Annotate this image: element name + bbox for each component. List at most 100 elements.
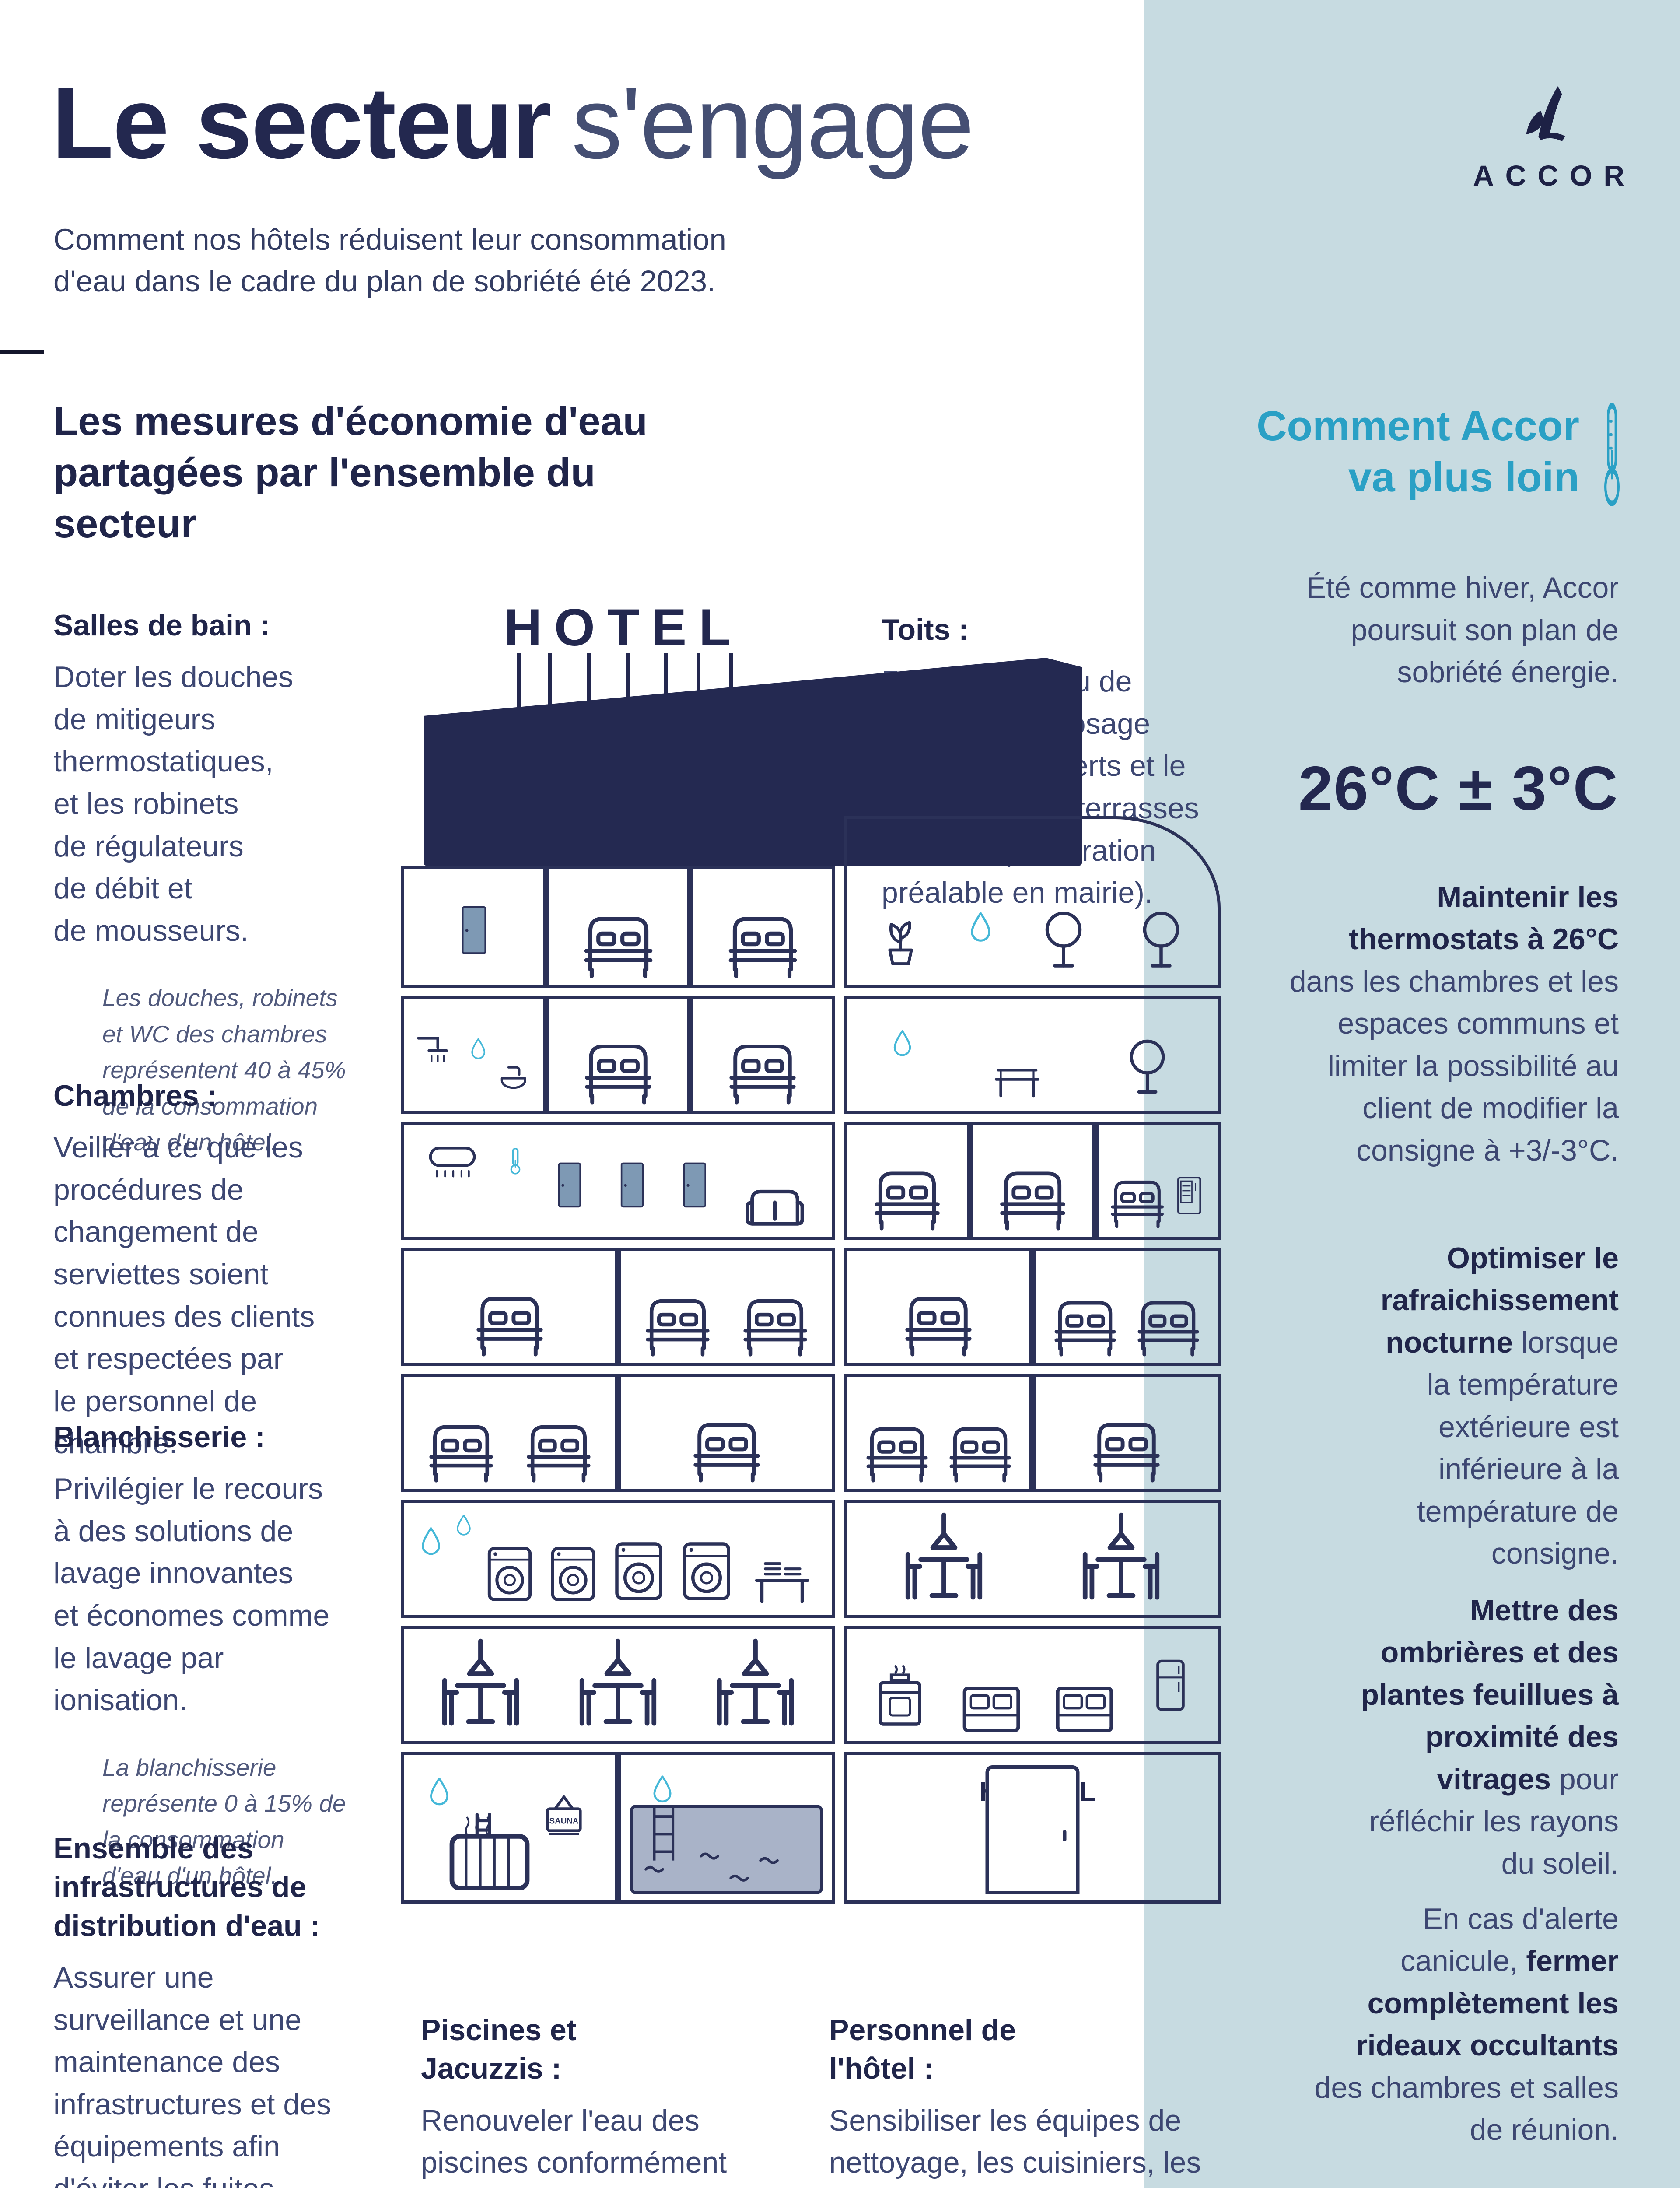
room-bed bbox=[546, 866, 690, 988]
restaurant-table-icon bbox=[892, 1508, 995, 1609]
ac-unit-icon bbox=[420, 1133, 485, 1183]
water-drop-icon bbox=[886, 1022, 919, 1066]
bed-icon bbox=[687, 1406, 766, 1483]
towel-shelf-icon bbox=[742, 1546, 822, 1609]
bed-icon bbox=[521, 1410, 596, 1483]
restaurant-table-icon bbox=[1070, 1508, 1172, 1609]
bed-icon bbox=[944, 1412, 1016, 1483]
room-kitchen bbox=[844, 1626, 1221, 1744]
sign-post bbox=[548, 653, 552, 705]
block-note: La blanchisserie représente 0 à 15% de l… bbox=[102, 1753, 346, 1890]
shower-icon bbox=[412, 1026, 465, 1087]
right-item-rest: pour réfléchir les rayons du soleil. bbox=[1369, 1762, 1619, 1880]
bed-icon bbox=[722, 900, 803, 979]
block-blanchisserie: Blanchisserie : Privilégier le recours à… bbox=[53, 1418, 386, 1894]
bed-icon bbox=[738, 1283, 813, 1357]
sauna-sign-icon: SAUNA bbox=[546, 1795, 582, 1835]
left-section-heading: Les mesures d'économie d'eau partagées p… bbox=[53, 399, 648, 546]
block-heading: Ensemble des infrastructures de distribu… bbox=[53, 1832, 320, 1943]
tree-icon bbox=[1128, 896, 1194, 979]
bed-icon bbox=[869, 1156, 945, 1231]
bed-icon bbox=[1132, 1286, 1204, 1357]
room-bed bbox=[844, 1248, 1032, 1366]
fridge-icon bbox=[1143, 1634, 1198, 1735]
bed-icon bbox=[578, 900, 659, 979]
right-item-bold: Mettre des ombrières et des plantes feui… bbox=[1361, 1593, 1619, 1796]
page-title-light: s'engage bbox=[571, 67, 974, 180]
block-heading: Blanchisserie : bbox=[53, 1420, 265, 1454]
room-bed bbox=[970, 1122, 1096, 1240]
room-pool bbox=[618, 1752, 835, 1904]
jacuzzi-icon bbox=[435, 1800, 544, 1894]
accor-logo-icon bbox=[1526, 86, 1565, 142]
water-drop-icon bbox=[471, 1038, 486, 1059]
block-heading: Salles de bain : bbox=[53, 609, 270, 642]
right-item-rest: lorsque la température extérieure est in… bbox=[1417, 1325, 1619, 1571]
block-body: Veiller à ce que les procédures de chang… bbox=[53, 1131, 315, 1460]
accor-logo-text: ACCOR bbox=[1473, 159, 1636, 192]
page-subtitle: Comment nos hôtels réduisent leur consom… bbox=[53, 223, 726, 298]
kitchen-sink-icon bbox=[956, 1665, 1026, 1735]
sign-post bbox=[696, 653, 700, 691]
bed-icon bbox=[899, 1280, 978, 1357]
block-salles-de-bain: Salles de bain : Doter les douches de mi… bbox=[53, 606, 386, 1161]
temperature-value: 26°C ± 3°C bbox=[1298, 754, 1619, 823]
block-chambres: Chambres : Veiller à ce que les procédur… bbox=[53, 1076, 386, 1465]
room-wardrobe bbox=[401, 866, 546, 988]
washing-machine-icon bbox=[606, 1531, 672, 1609]
bed-icon bbox=[424, 1410, 499, 1483]
bed-icon bbox=[861, 1412, 933, 1483]
washing-machine-icon bbox=[542, 1537, 604, 1609]
block-body: Sensibiliser les équipes de nettoyage, l… bbox=[829, 2104, 1201, 2180]
thermometer-icon bbox=[1589, 396, 1635, 512]
sign-post bbox=[729, 653, 733, 688]
right-item-bold: Maintenir les thermostats à 26°C bbox=[1349, 880, 1619, 956]
hotel-roof-sign: HOTEL bbox=[504, 598, 743, 657]
room-two-beds bbox=[401, 1374, 618, 1492]
room-bed bbox=[844, 1122, 970, 1240]
sign-post bbox=[517, 653, 521, 708]
room-bed bbox=[401, 1248, 618, 1366]
left-edge-dash bbox=[0, 350, 44, 354]
sign-post bbox=[664, 653, 668, 694]
block-body: Doter les douches de mitigeurs thermosta… bbox=[53, 660, 294, 947]
room-bed bbox=[690, 866, 835, 988]
room-two-beds bbox=[618, 1248, 835, 1366]
room-two-beds bbox=[844, 1374, 1032, 1492]
room-restaurant bbox=[401, 1626, 835, 1744]
bed-icon bbox=[579, 1028, 658, 1105]
right-item-rafraichissement: Optimiser le rafraichissement nocturne l… bbox=[1181, 1195, 1619, 1575]
right-item-bold: fermer complètement les rideaux occultan… bbox=[1356, 1944, 1619, 2062]
pool bbox=[630, 1781, 823, 1894]
block-body: Renouveler l'eau des piscines conforméme… bbox=[421, 2104, 727, 2180]
room-bed bbox=[618, 1374, 835, 1492]
room-terrace bbox=[844, 816, 1221, 988]
block-personnel: Personnel de l'hôtel : Sensibiliser les … bbox=[829, 2011, 1258, 2188]
door-handle bbox=[1063, 1830, 1067, 1841]
kitchen-sink-icon bbox=[1050, 1665, 1120, 1735]
room-sauna: SAUNA bbox=[401, 1752, 618, 1904]
block-note: Les douches, robinets et WC des chambres… bbox=[102, 984, 346, 1156]
block-heading: Toits : bbox=[882, 613, 969, 646]
bench-icon bbox=[980, 1050, 1054, 1105]
room-restaurant bbox=[844, 1500, 1221, 1618]
bed-icon bbox=[1087, 1406, 1166, 1483]
water-drop-icon bbox=[962, 902, 999, 953]
sofa-icon bbox=[733, 1165, 816, 1231]
washing-machine-icon bbox=[479, 1537, 540, 1609]
room-bed bbox=[546, 996, 690, 1114]
hotel-illustration: HOTEL bbox=[389, 597, 1221, 1906]
plant-icon bbox=[871, 894, 930, 979]
door-icon bbox=[620, 1162, 644, 1208]
sauna-sign-text: SAUNA bbox=[550, 1816, 579, 1825]
pool-water-icon bbox=[644, 1781, 779, 1882]
accor-logo: ACCOR bbox=[1457, 81, 1641, 192]
door-icon bbox=[462, 906, 486, 954]
bed-icon bbox=[994, 1156, 1071, 1231]
right-item-pre: En cas d'alerte canicule, bbox=[1400, 1902, 1619, 1978]
tree-icon bbox=[1116, 1024, 1179, 1105]
room-garden bbox=[844, 996, 1221, 1114]
water-drop-icon bbox=[456, 1515, 471, 1536]
room-two-beds bbox=[1032, 1248, 1221, 1366]
